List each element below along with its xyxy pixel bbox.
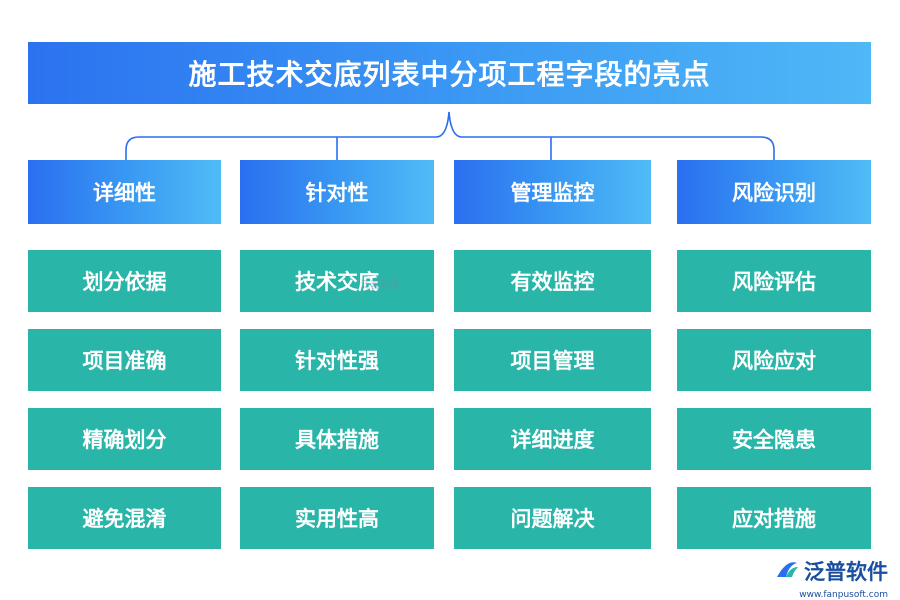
list-item: 项目管理 (454, 329, 651, 391)
list-item: 针对性强 (240, 329, 434, 391)
list-item: 风险评估 (677, 250, 871, 312)
list-item: 安全隐患 (677, 408, 871, 470)
list-item: 项目准确 (28, 329, 221, 391)
column-heading: 管理监控 (454, 160, 651, 224)
list-item: 技术交底 (240, 250, 434, 312)
brand-logo: 泛普软件 (774, 556, 888, 586)
title-brace (125, 111, 775, 160)
list-item: 避免混淆 (28, 487, 221, 549)
list-item: 实用性高 (240, 487, 434, 549)
list-item: 划分依据 (28, 250, 221, 312)
list-item: 有效监控 (454, 250, 651, 312)
list-item: 精确划分 (28, 408, 221, 470)
column-heading: 风险识别 (677, 160, 871, 224)
list-item: 问题解决 (454, 487, 651, 549)
watermark: 泛普软件 (360, 280, 400, 291)
column-targeted: 针对性 技术交底 针对性强 具体措施 实用性高 (240, 160, 434, 549)
list-item: 详细进度 (454, 408, 651, 470)
column-monitoring: 管理监控 有效监控 项目管理 详细进度 问题解决 (454, 160, 651, 549)
column-heading: 针对性 (240, 160, 434, 224)
list-item: 具体措施 (240, 408, 434, 470)
logo-name: 泛普软件 (804, 560, 888, 584)
logo-icon (774, 557, 800, 585)
logo-url: www.fanpusoft.com (799, 590, 888, 600)
list-item: 风险应对 (677, 329, 871, 391)
list-item: 应对措施 (677, 487, 871, 549)
page-title: 施工技术交底列表中分项工程字段的亮点 (28, 42, 871, 104)
column-heading: 详细性 (28, 160, 221, 224)
column-detail: 详细性 划分依据 项目准确 精确划分 避免混淆 (28, 160, 221, 549)
column-risk: 风险识别 风险评估 风险应对 安全隐患 应对措施 (677, 160, 871, 549)
